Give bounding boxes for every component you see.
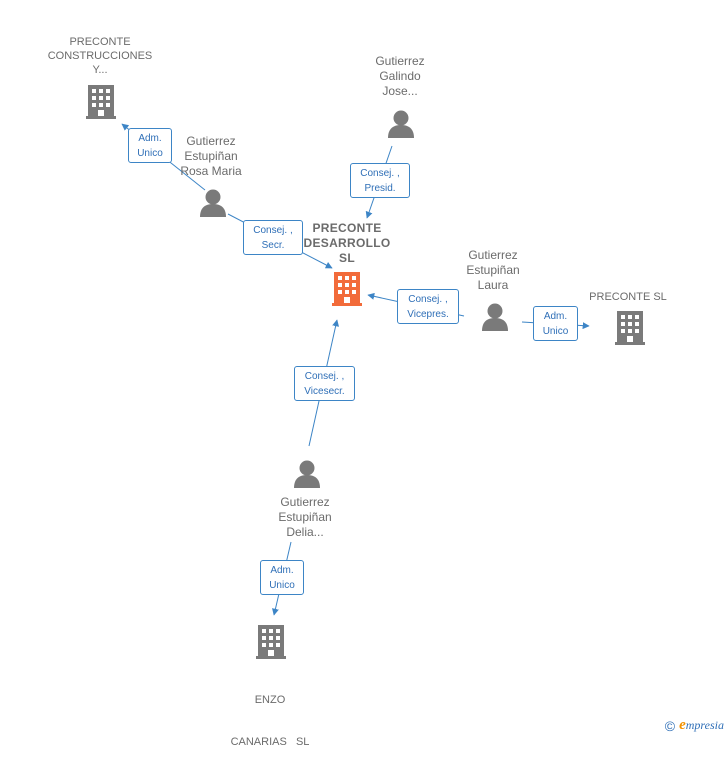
label-line: Estupiñan <box>466 263 520 277</box>
relationship-graph <box>86 85 645 659</box>
relation-line: Adm. <box>543 311 568 322</box>
relation-line: Unico <box>269 580 295 591</box>
footer-brand: © empresia <box>665 717 724 734</box>
building-icon <box>332 272 362 306</box>
relation-line: Consej. , <box>408 294 448 305</box>
copyright-symbol: © <box>664 717 676 734</box>
building-icon <box>615 311 645 345</box>
label-line: Laura <box>477 278 509 292</box>
relation-line: Adm. <box>270 565 294 576</box>
node-label-preconte-sl[interactable]: PRECONTE SL <box>578 290 678 304</box>
label-line: Y... <box>92 64 108 76</box>
relation-box-consej-presid[interactable]: Consej. , Presid. <box>350 163 410 198</box>
label-line: SL <box>339 251 355 265</box>
relation-line: Secr. <box>261 240 285 251</box>
label-line: Gutierrez <box>468 248 518 262</box>
person-icon <box>388 110 414 138</box>
label-line: Estupiñan <box>278 510 332 524</box>
node-label-gutierrez-rosa[interactable]: Gutierrez Estupiñan Rosa Maria <box>161 134 261 179</box>
building-icon <box>86 85 116 119</box>
relation-line: Unico <box>137 148 163 159</box>
relation-line: Consej. , <box>304 371 345 382</box>
relation-box-adm-unico[interactable]: Adm. Unico <box>128 128 172 163</box>
label-line: PRECONTE <box>69 36 131 48</box>
label-line: Gutierrez <box>186 134 236 148</box>
relation-line: Vicesecr. <box>304 386 345 397</box>
label-line: Gutierrez <box>375 54 425 68</box>
relation-line: Vicepres. <box>407 309 449 320</box>
relation-line: Consej. , <box>360 168 400 179</box>
person-icon <box>294 460 320 488</box>
label-line: Estupiñan <box>184 149 238 163</box>
person-icon <box>482 303 508 331</box>
relation-box-adm-unico[interactable]: Adm. Unico <box>533 306 578 341</box>
node-label-gutierrez-laura[interactable]: Gutierrez Estupiñan Laura <box>443 248 543 293</box>
label-line: ENZO <box>254 694 286 706</box>
label-line: PRECONTE <box>312 221 382 235</box>
relation-box-consej-vicesecr[interactable]: Consej. , Vicesecr. <box>294 366 355 401</box>
relation-line: Presid. <box>364 183 396 194</box>
node-label-gutierrez-galindo[interactable]: Gutierrez Galindo Jose... <box>350 54 450 99</box>
empresia-logo[interactable]: empresia <box>679 717 724 734</box>
node-label-enzo-canarias[interactable]: ENZO CANARIAS SL <box>220 665 320 763</box>
relation-box-consej-secr[interactable]: Consej. , Secr. <box>243 220 303 255</box>
label-line: DESARROLLO <box>303 236 391 250</box>
relation-line: Consej. , <box>253 225 293 236</box>
label-line: Galindo <box>379 69 421 83</box>
relation-line: Adm. <box>138 133 162 144</box>
brand-rest: mpresia <box>685 718 724 732</box>
label-line: Rosa Maria <box>180 164 242 178</box>
node-label-preconte-desarrollo[interactable]: PRECONTE DESARROLLO SL <box>292 221 402 266</box>
relation-box-consej-vicepres[interactable]: Consej. , Vicepres. <box>397 289 459 324</box>
label-line: Gutierrez <box>280 495 330 509</box>
label-line: Jose... <box>382 84 418 98</box>
label-line: CANARIAS SL <box>230 736 310 748</box>
node-label-gutierrez-delia[interactable]: Gutierrez Estupiñan Delia... <box>255 495 355 540</box>
brand-initial: e <box>679 717 686 733</box>
relation-line: Unico <box>542 326 569 337</box>
building-icon <box>256 625 286 659</box>
person-icon <box>200 189 226 217</box>
label-line: CONSTRUCCIONES <box>47 50 153 62</box>
label-line: PRECONTE SL <box>589 291 667 303</box>
relation-box-adm-unico[interactable]: Adm. Unico <box>260 560 304 595</box>
node-label-preconte-construcciones[interactable]: PRECONTE CONSTRUCCIONES Y... <box>40 35 160 77</box>
label-line: Delia... <box>286 525 324 539</box>
